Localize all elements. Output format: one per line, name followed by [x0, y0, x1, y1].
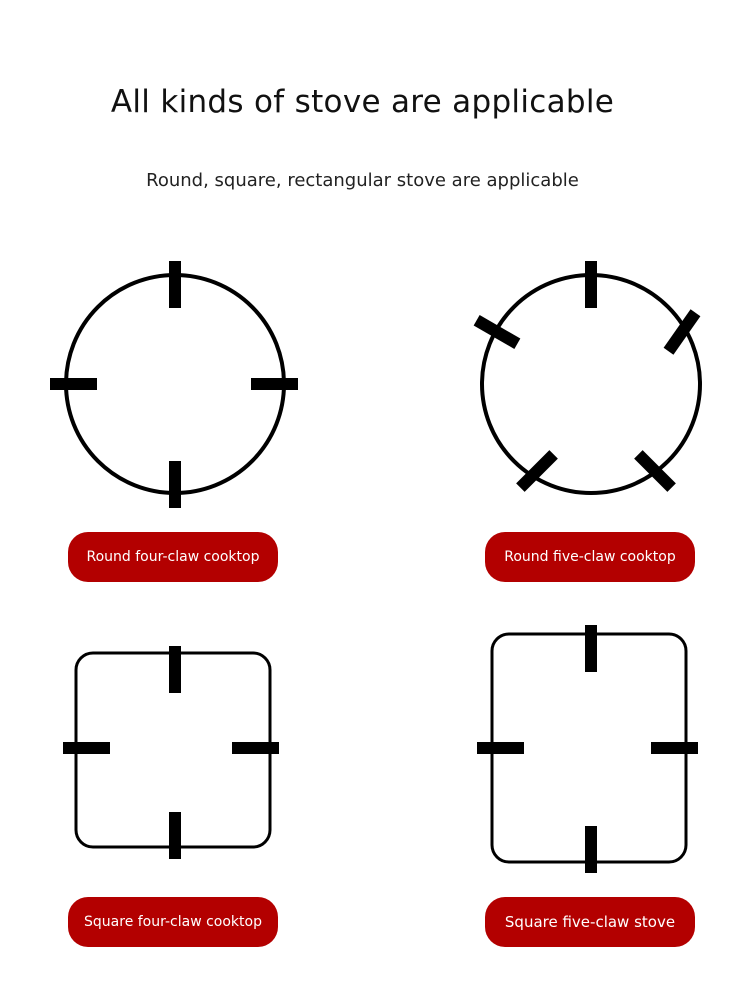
square-four-claw-label: Square four-claw cooktop	[68, 897, 278, 947]
claw	[651, 742, 698, 754]
claw	[634, 450, 676, 492]
claw	[169, 261, 181, 308]
claw	[50, 378, 97, 390]
claw	[473, 315, 521, 349]
claw	[169, 461, 181, 508]
square-five-claw-label: Square five-claw stove	[485, 897, 695, 947]
claw	[232, 742, 279, 754]
page-subtitle: Round, square, rectangular stove are app…	[146, 170, 579, 191]
claw	[63, 742, 110, 754]
round-five-claw-label: Round five-claw cooktop	[485, 532, 695, 582]
claw	[585, 625, 597, 672]
page-title: All kinds of stove are applicable	[110, 84, 615, 120]
square-five-claw-diagram	[477, 625, 698, 873]
round-five-claw-diagram	[473, 261, 702, 495]
round-four-claw-diagram	[50, 261, 298, 508]
claw	[169, 812, 181, 859]
round-four-claw-label: Round four-claw cooktop	[68, 532, 278, 582]
claw	[585, 826, 597, 873]
claw	[516, 450, 558, 492]
claw	[169, 646, 181, 693]
claw	[251, 378, 298, 390]
claw	[585, 261, 597, 308]
claw	[663, 309, 701, 355]
square-four-claw-diagram	[63, 646, 279, 859]
claw	[477, 742, 524, 754]
